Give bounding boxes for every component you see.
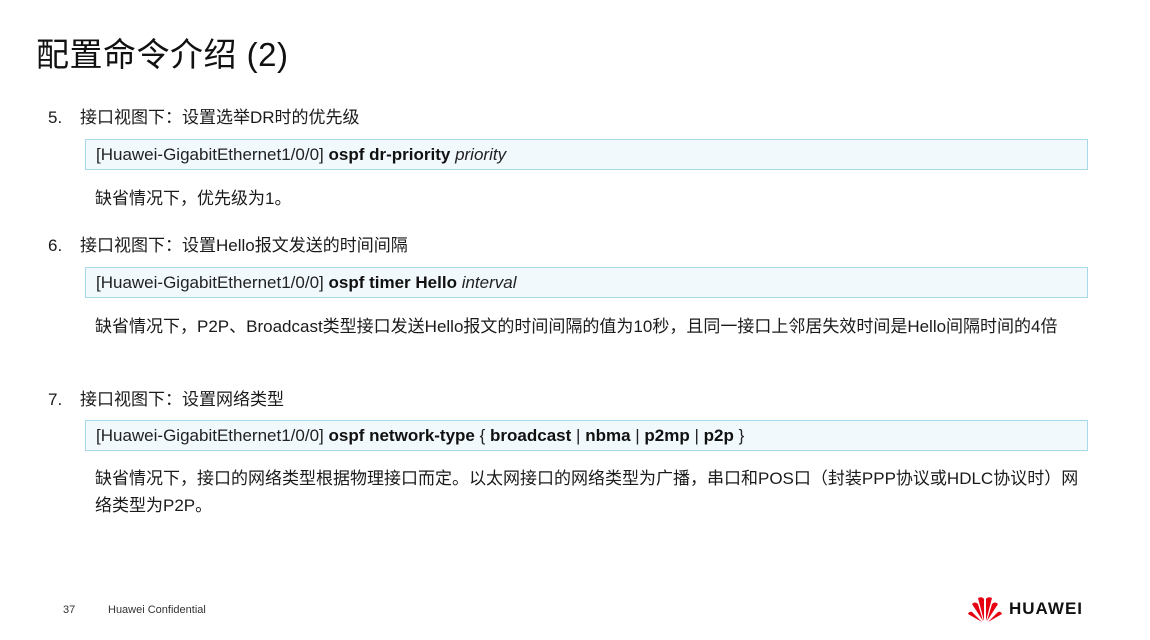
command-box: [Huawei-GigabitEthernet1/0/0] ospf dr-pr… (85, 139, 1088, 170)
logo-text: HUAWEI (1009, 599, 1083, 618)
description-text: 缺省情况下，接口的网络类型根据物理接口而定。以太网接口的网络类型为广播，串口和P… (95, 469, 1079, 515)
command-option: p2mp (644, 426, 690, 445)
command-brace-close: } (738, 426, 745, 445)
command-keyword: ospf network-type (328, 426, 475, 445)
command-separator: | (694, 426, 699, 445)
list-item-title: 接口视图下：设置选举DR时的优先级 (80, 108, 360, 127)
command-keyword: ospf timer Hello (328, 273, 457, 292)
description-text: 缺省情况下，优先级为1。 (95, 189, 292, 208)
command-prefix: [Huawei-GigabitEthernet1/0/0] (96, 273, 324, 292)
command-separator: | (576, 426, 581, 445)
huawei-logo: HUAWEI (967, 595, 1083, 623)
list-item-heading: 7. 接口视图下：设置网络类型 (48, 385, 284, 410)
command-option: p2p (703, 426, 734, 445)
huawei-flower-icon (968, 597, 1002, 622)
command-option: broadcast (490, 426, 572, 445)
list-item-heading: 6. 接口视图下：设置Hello报文发送的时间间隔 (48, 231, 408, 256)
description-text: 缺省情况下，P2P、Broadcast类型接口发送Hello报文的时间间隔的值为… (95, 317, 1058, 336)
list-item-number: 5. (48, 108, 63, 127)
command-prefix: [Huawei-GigabitEthernet1/0/0] (96, 426, 324, 445)
command-prefix: [Huawei-GigabitEthernet1/0/0] (96, 145, 324, 164)
command-option: nbma (585, 426, 631, 445)
command-box: [Huawei-GigabitEthernet1/0/0] ospf timer… (85, 267, 1088, 298)
confidential-label: Huawei Confidential (108, 604, 206, 616)
list-item-title: 接口视图下：设置网络类型 (80, 390, 284, 409)
command-brace-open: { (479, 426, 486, 445)
list-item-heading: 5. 接口视图下：设置选举DR时的优先级 (48, 103, 360, 128)
list-item-title: 接口视图下：设置Hello报文发送的时间间隔 (80, 236, 408, 255)
command-box: [Huawei-GigabitEthernet1/0/0] ospf netwo… (85, 420, 1088, 451)
command-keyword: ospf dr-priority (328, 145, 451, 164)
page-number: 37 (63, 604, 76, 616)
command-param: priority (455, 145, 507, 164)
command-separator: | (635, 426, 640, 445)
list-item-number: 6. (48, 236, 63, 255)
list-item-number: 7. (48, 390, 63, 409)
command-param: interval (461, 273, 517, 292)
page-title: 配置命令介绍 (2) (36, 36, 289, 73)
